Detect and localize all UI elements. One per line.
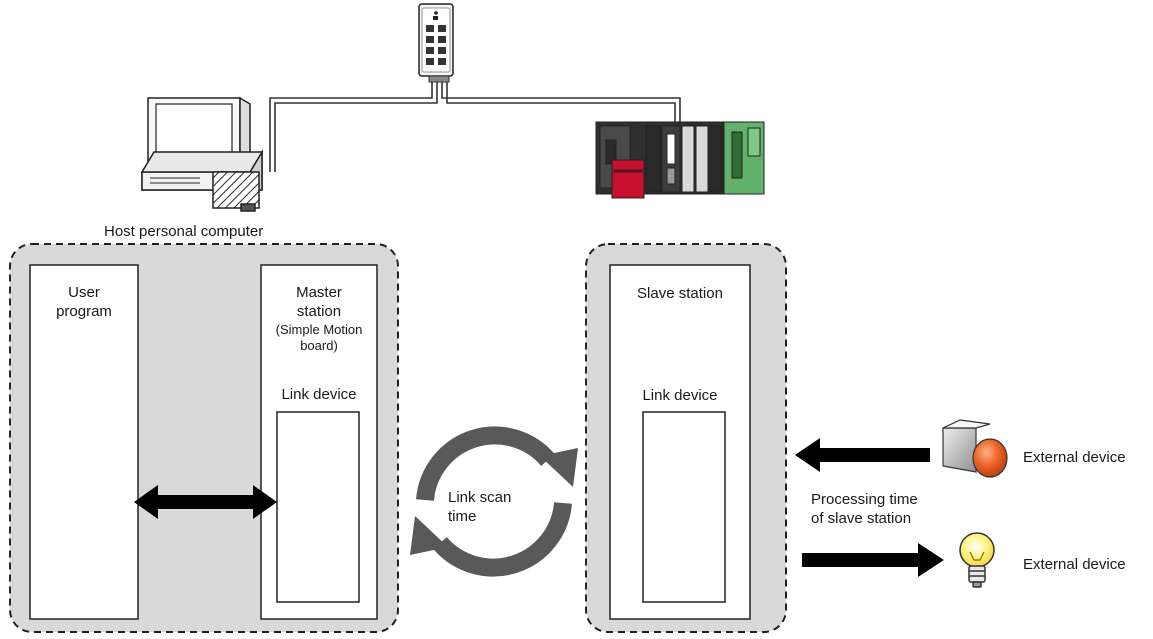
plc-module-icon (595, 121, 765, 199)
slave-station-title: Slave station (637, 285, 723, 302)
host-computer-icon (140, 96, 264, 212)
external-device-input-label: External device (1023, 449, 1126, 466)
link-scan-cycle-icon (416, 426, 572, 577)
cycle-arrowhead-left (410, 516, 448, 555)
input-arrow (795, 438, 930, 472)
master-station-subtitle: (Simple Motion board) (275, 322, 363, 353)
host-pc-label: Host personal computer (104, 223, 264, 240)
lamp-icon (959, 532, 995, 588)
slave-link-device-box (642, 411, 726, 603)
user-program-label: User program (56, 284, 112, 320)
data-exchange-arrow (134, 485, 277, 519)
push-button-icon (942, 419, 1008, 478)
cycle-arrowhead-right (540, 448, 578, 487)
user-program-box (29, 264, 139, 620)
master-station-title: Master station (296, 284, 342, 320)
ethernet-hub-icon (418, 3, 454, 83)
master-link-device-box (276, 411, 360, 603)
slave-link-device-label: Link device (642, 387, 718, 404)
master-link-device-label: Link device (281, 386, 357, 403)
output-arrow (802, 543, 944, 577)
processing-time-label: Processing time of slave station (811, 491, 918, 527)
link-scan-time-label: Link scan time (448, 489, 512, 525)
external-device-output-label: External device (1023, 556, 1126, 573)
